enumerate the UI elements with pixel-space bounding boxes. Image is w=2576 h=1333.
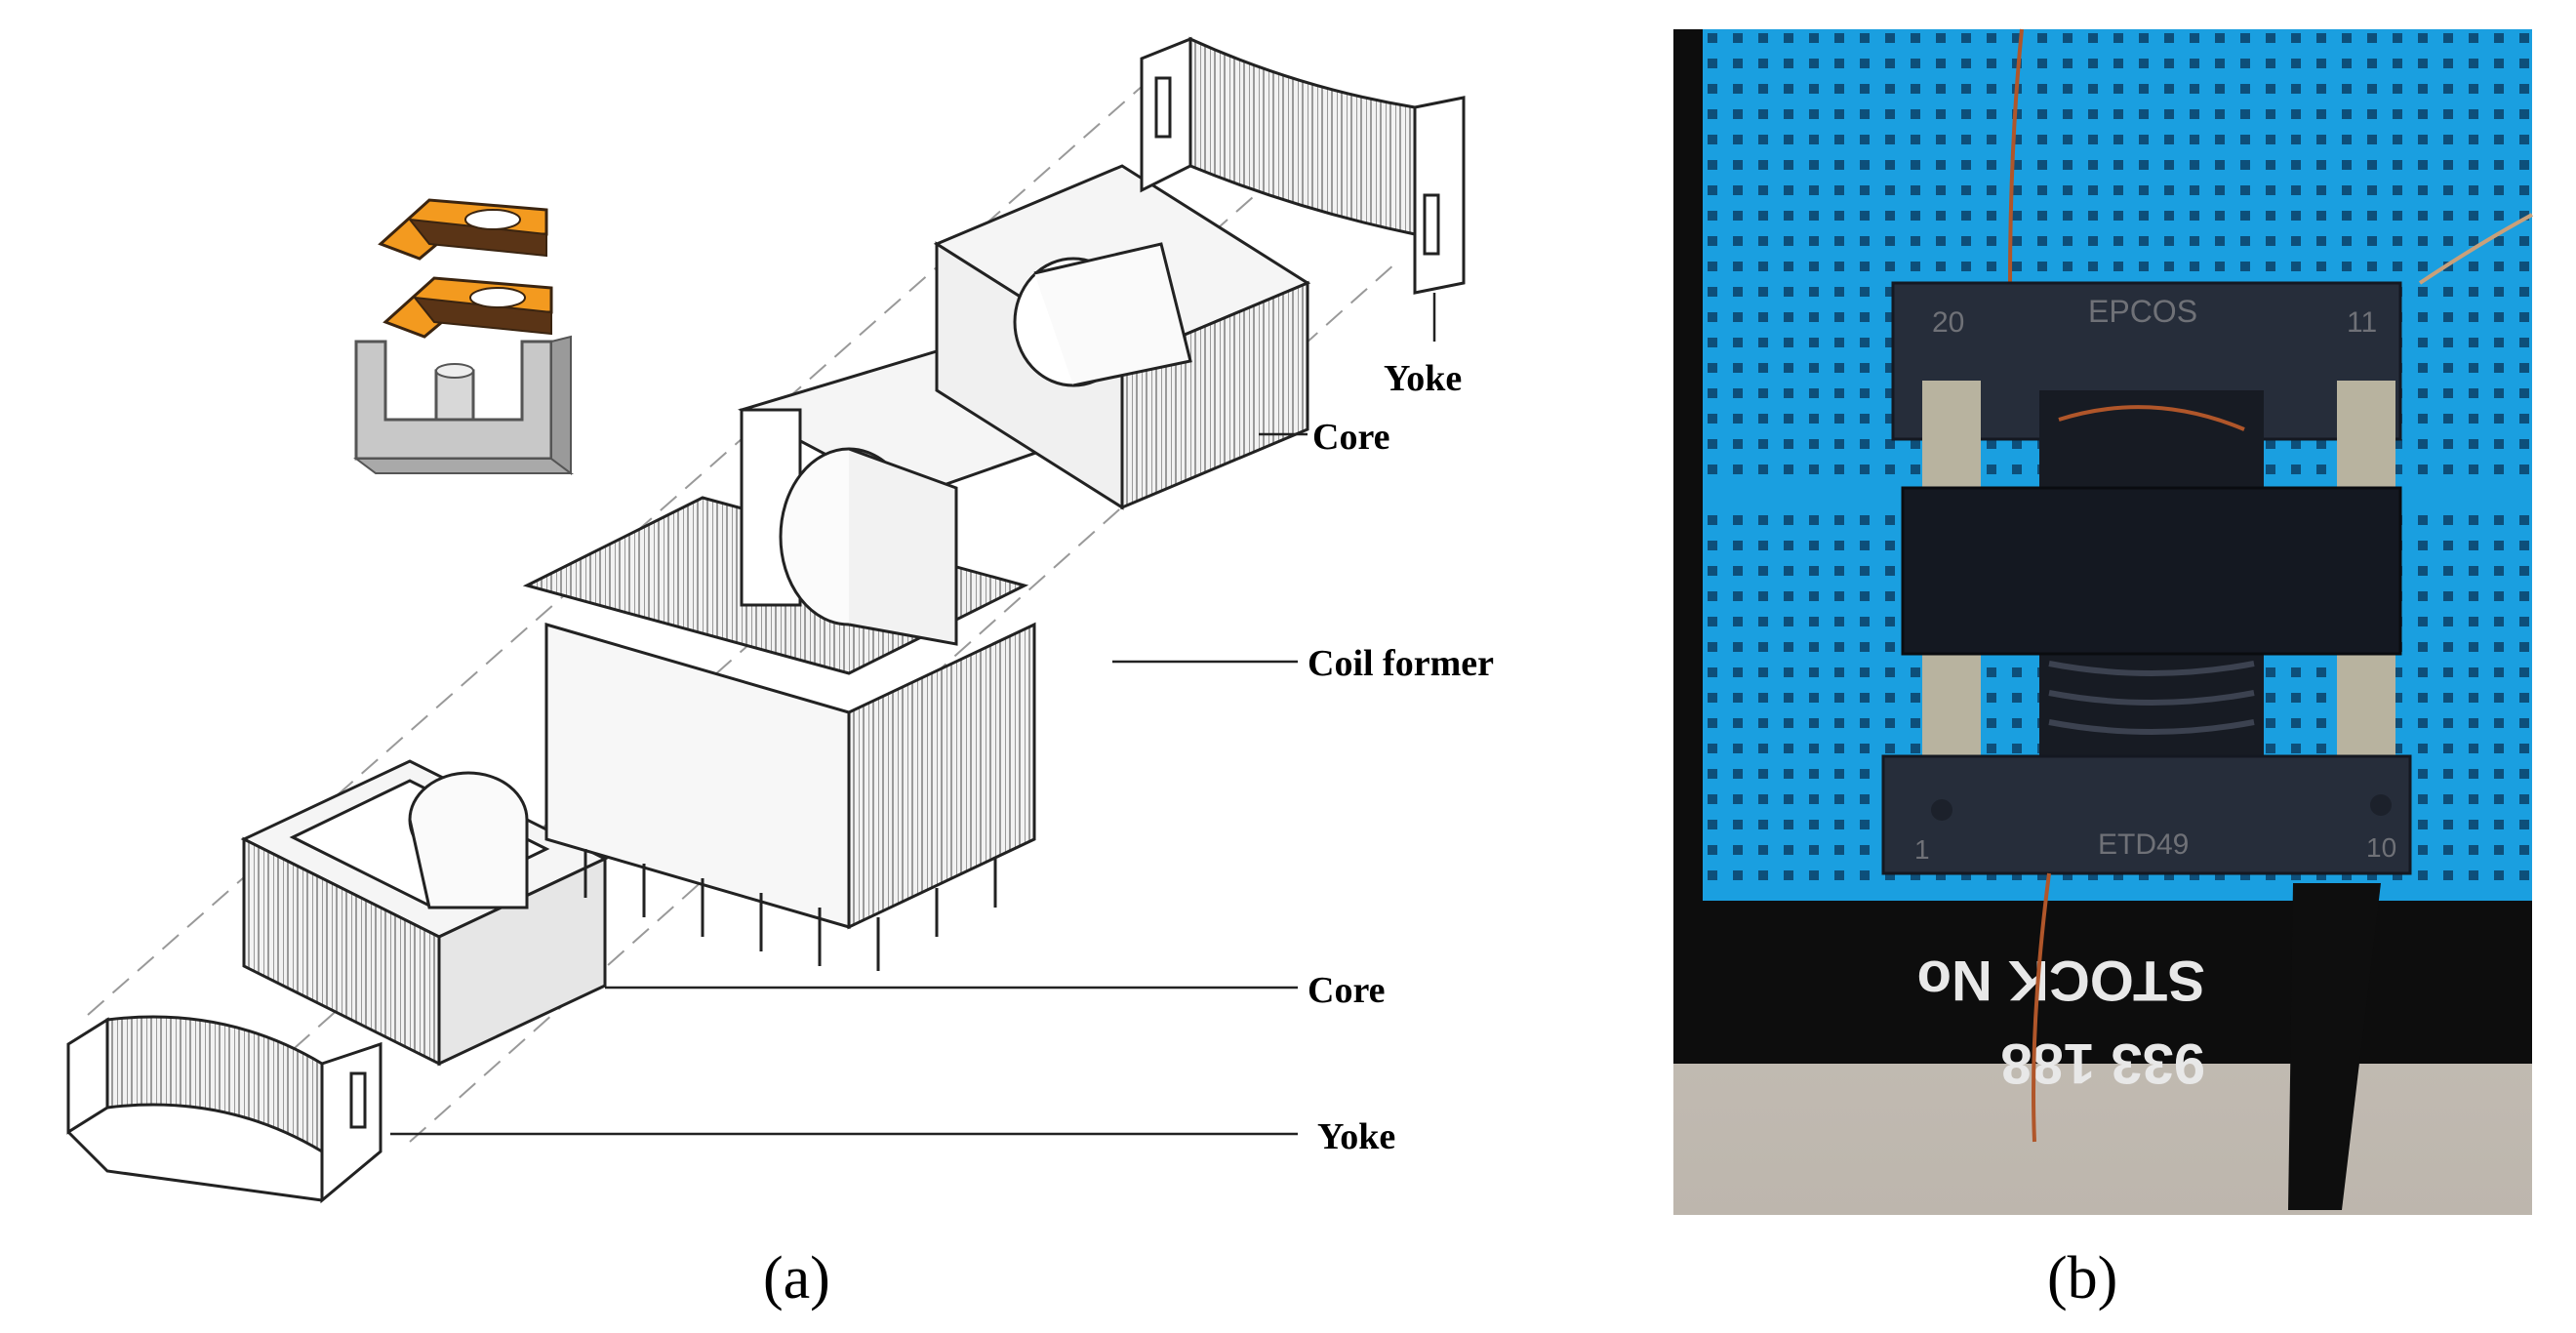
pin-label-top-right: 11 (2347, 306, 2377, 339)
stock-text: STOCK No (1917, 949, 2205, 1012)
label-coil-former: Coil former (1308, 643, 1494, 684)
core-clamp-tape (1901, 486, 2402, 656)
label-yoke-top: Yoke (1384, 358, 1462, 399)
label-core-bottom: Core (1308, 970, 1386, 1011)
pin-label-bottom-left: 1 (1914, 834, 1930, 865)
core-bottom-part (240, 759, 609, 1067)
wire-bottom (2032, 872, 2051, 1143)
wire-right (2418, 213, 2533, 285)
pin-label-top-left: 20 (1932, 306, 1964, 339)
core-top-part (933, 164, 1311, 510)
yoke-bottom-part (66, 1015, 382, 1204)
label-core-top: Core (1312, 417, 1390, 458)
coil-former-part (522, 349, 1107, 971)
panel-label-b: (b) (2047, 1245, 2117, 1312)
transformer-core-icon (353, 198, 574, 475)
yoke-top-part (1140, 36, 1466, 295)
cable-bottom (2288, 883, 2381, 1210)
brand-text: EPCOS (2088, 294, 2197, 329)
exploded-transformer-drawing: Yoke Core Coil former Core Yoke (66, 36, 1494, 1204)
panel-label-a: (a) (763, 1245, 830, 1312)
bobbin-bottom-flange (1881, 754, 2412, 875)
transformer-photo: STOCK No 933 188 20 EPCOS 11 1 ETD49 10 (1673, 28, 2533, 1215)
wire-top (2008, 28, 2024, 284)
serial-text: 933 188 (2000, 1031, 2205, 1095)
leader-lines (390, 293, 1436, 1136)
label-yoke-bottom: Yoke (1317, 1116, 1395, 1157)
pin-label-bottom-right: 10 (2366, 832, 2396, 863)
part-code-text: ETD49 (2098, 828, 2189, 861)
